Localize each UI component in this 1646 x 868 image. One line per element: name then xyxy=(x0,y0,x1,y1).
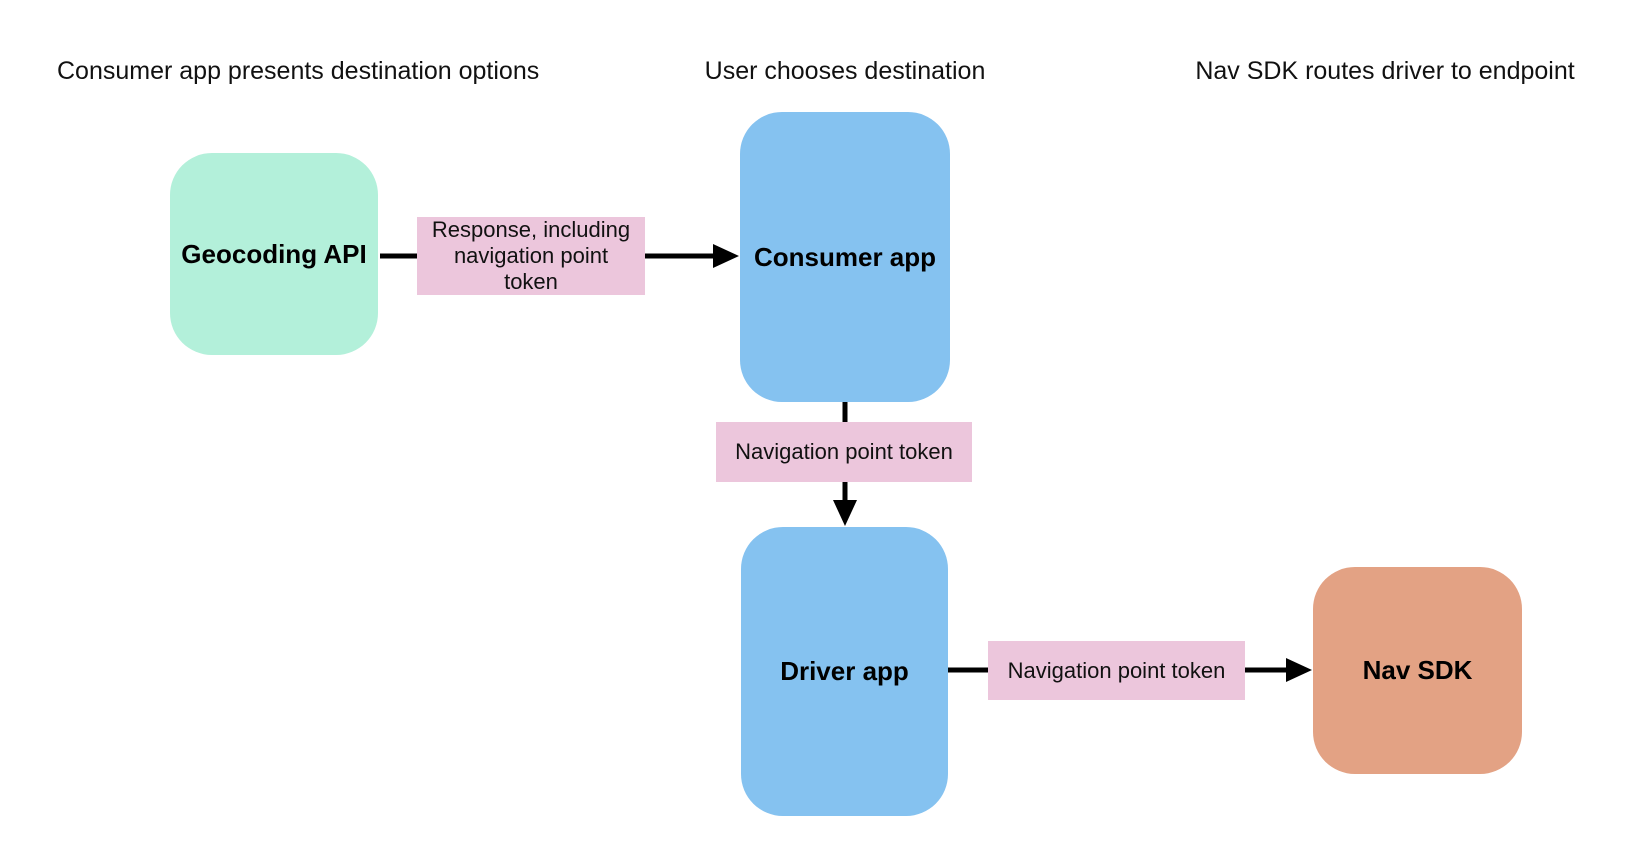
arrowhead-consumer xyxy=(713,244,739,268)
arrowhead-navsdk xyxy=(1286,658,1312,682)
column-header-consumer-presents: Consumer app presents destination option… xyxy=(57,57,540,85)
arrowhead-driver xyxy=(833,500,857,526)
column-header-user-chooses: User chooses destination xyxy=(704,57,986,85)
node-driver-app: Driver app xyxy=(741,527,948,816)
edge-label-response-including-token: Response, including navigation point tok… xyxy=(417,217,645,295)
node-geocoding-api: Geocoding API xyxy=(170,153,378,355)
edge-label-navigation-point-token-1: Navigation point token xyxy=(716,422,972,482)
node-consumer-app: Consumer app xyxy=(740,112,950,402)
edge-label-navigation-point-token-2: Navigation point token xyxy=(988,641,1245,700)
node-nav-sdk: Nav SDK xyxy=(1313,567,1522,774)
column-header-nav-sdk-routes: Nav SDK routes driver to endpoint xyxy=(1195,57,1575,85)
